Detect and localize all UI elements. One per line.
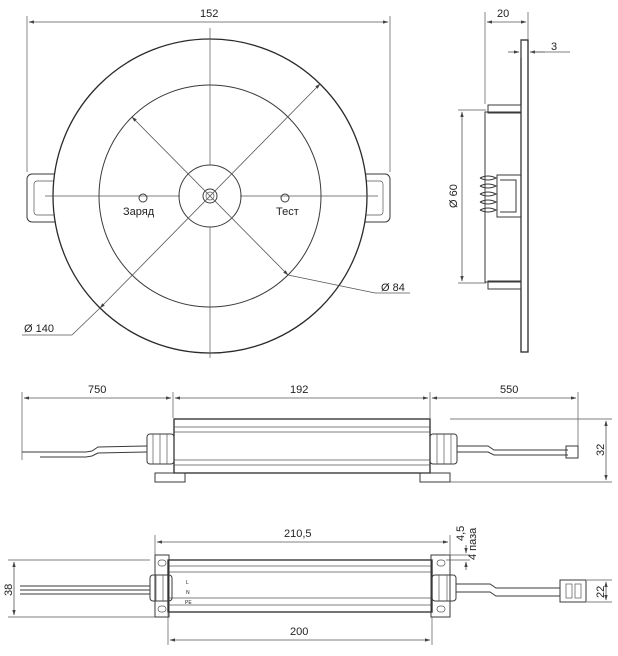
dim-overall-210-5: 210,5 <box>284 528 312 540</box>
dim-flange-3: 3 <box>551 41 557 53</box>
driver-body <box>173 418 431 474</box>
dim-body-192: 192 <box>290 384 308 396</box>
driver-body-bottom <box>167 559 433 613</box>
dim-depth-20: 20 <box>497 8 509 20</box>
dim-small-4-5: 4,5 <box>455 526 467 541</box>
dim-slots: 4 паза <box>467 527 479 560</box>
dim-body-200: 200 <box>290 626 308 638</box>
side-view: Ø 60 20 3 <box>448 8 570 353</box>
dim-width-152: 152 <box>200 8 218 20</box>
test-label: Тест <box>276 206 299 218</box>
dim-left-cable-750: 750 <box>88 384 106 396</box>
flange <box>520 39 529 353</box>
charge-label: Заряд <box>123 206 155 218</box>
top-view: Заряд Тест Ø 84 Ø 140 152 <box>22 8 410 358</box>
dim-outer-diameter: Ø 140 <box>24 323 54 335</box>
driver-bottom-view: 210,5 L N PE <box>3 526 612 645</box>
dim-right-cable-550: 550 <box>500 384 518 396</box>
spring <box>479 174 522 218</box>
dim-inner-diameter: Ø 84 <box>381 282 405 294</box>
dim-height-32: 32 <box>595 444 607 456</box>
terminal-n: N <box>186 590 190 596</box>
dim-connector-22: 22 <box>595 586 607 598</box>
driver-top-view: 750 192 550 32 <box>21 384 612 483</box>
dim-diameter-60: Ø 60 <box>448 184 460 208</box>
dim-height-38: 38 <box>3 584 15 596</box>
terminal-pe: PE <box>185 600 192 606</box>
terminal-l: L <box>186 580 189 586</box>
